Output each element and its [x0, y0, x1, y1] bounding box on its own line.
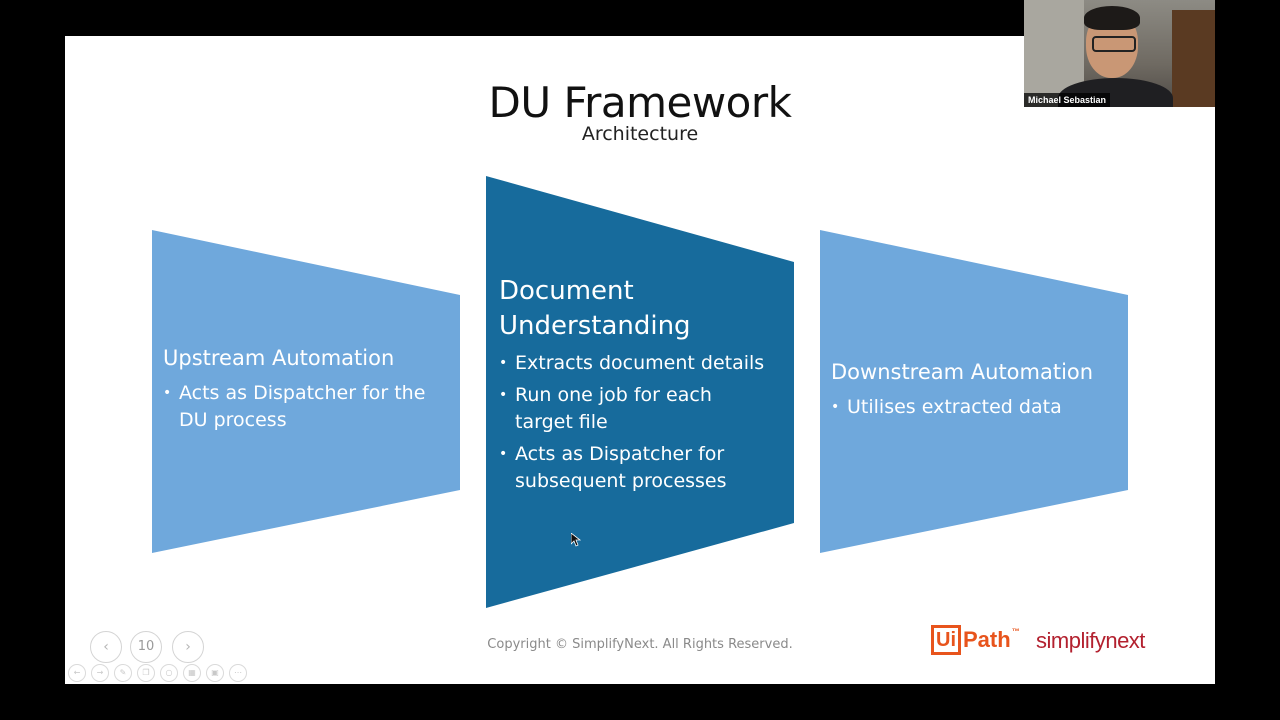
du-panel: Document Understanding Extracts document…: [499, 274, 789, 500]
bullet-item: Run one job for each target file: [499, 382, 745, 436]
copy-icon[interactable]: ❐: [137, 664, 155, 682]
uipath-logo: Ui Path ™: [931, 625, 1020, 655]
prev-slide-button[interactable]: ‹: [90, 631, 122, 663]
upstream-heading: Upstream Automation: [163, 346, 395, 370]
slide-title: DU Framework: [488, 78, 792, 127]
simplifynext-logo: simplifynext: [1036, 628, 1145, 653]
pen-icon[interactable]: ✎: [114, 664, 132, 682]
slides-grid-icon[interactable]: ▦: [183, 664, 201, 682]
bullet-item: Utilises extracted data: [831, 394, 1121, 421]
forward-icon[interactable]: →: [91, 664, 109, 682]
presentation-slide: DU Framework Architecture Upstream Autom…: [65, 36, 1215, 684]
upstream-panel: Upstream Automation Acts as Dispatcher f…: [163, 342, 453, 439]
du-bullets: Extracts document details Run one job fo…: [499, 350, 789, 495]
du-heading: Document Understanding: [499, 276, 691, 341]
mouse-cursor-icon: [571, 533, 581, 547]
uipath-logo-text: Path: [963, 627, 1011, 652]
participant-name-label: Michael Sebastian: [1024, 93, 1111, 107]
downstream-heading: Downstream Automation: [831, 360, 1094, 384]
slide-page-number: 10: [130, 631, 162, 663]
chevron-right-icon: ›: [185, 639, 191, 655]
bullet-item: Extracts document details: [499, 350, 789, 377]
webcam-person-glasses: [1092, 36, 1136, 52]
back-icon[interactable]: ←: [68, 664, 86, 682]
webcam-tile[interactable]: Michael Sebastian: [1024, 0, 1215, 107]
downstream-panel: Downstream Automation Utilises extracted…: [831, 356, 1121, 426]
video-icon[interactable]: ▣: [206, 664, 224, 682]
downstream-bullets: Utilises extracted data: [831, 394, 1121, 421]
upstream-bullets: Acts as Dispatcher for the DU process: [163, 380, 453, 434]
uipath-trademark: ™: [1011, 627, 1020, 636]
architecture-diagram: Upstream Automation Acts as Dispatcher f…: [65, 36, 1215, 684]
slide-subtitle: Architecture: [581, 123, 699, 145]
downstream-panel-shape: [820, 230, 1128, 553]
webcam-background-door: [1172, 10, 1215, 107]
bullet-item: Acts as Dispatcher for the DU process: [163, 380, 453, 434]
uipath-logo-box: Ui: [931, 625, 961, 655]
webcam-person-hair: [1084, 6, 1140, 30]
next-slide-button[interactable]: ›: [172, 631, 204, 663]
copyright-text: Copyright © SimplifyNext. All Rights Res…: [487, 637, 793, 652]
zoom-icon[interactable]: ○: [160, 664, 178, 682]
bullet-item: Acts as Dispatcher for subsequent proces…: [499, 441, 775, 495]
chevron-left-icon: ‹: [103, 639, 109, 655]
presenter-toolbar: ← → ✎ ❐ ○ ▦ ▣ ⋯: [68, 664, 247, 682]
more-options-icon[interactable]: ⋯: [229, 664, 247, 682]
